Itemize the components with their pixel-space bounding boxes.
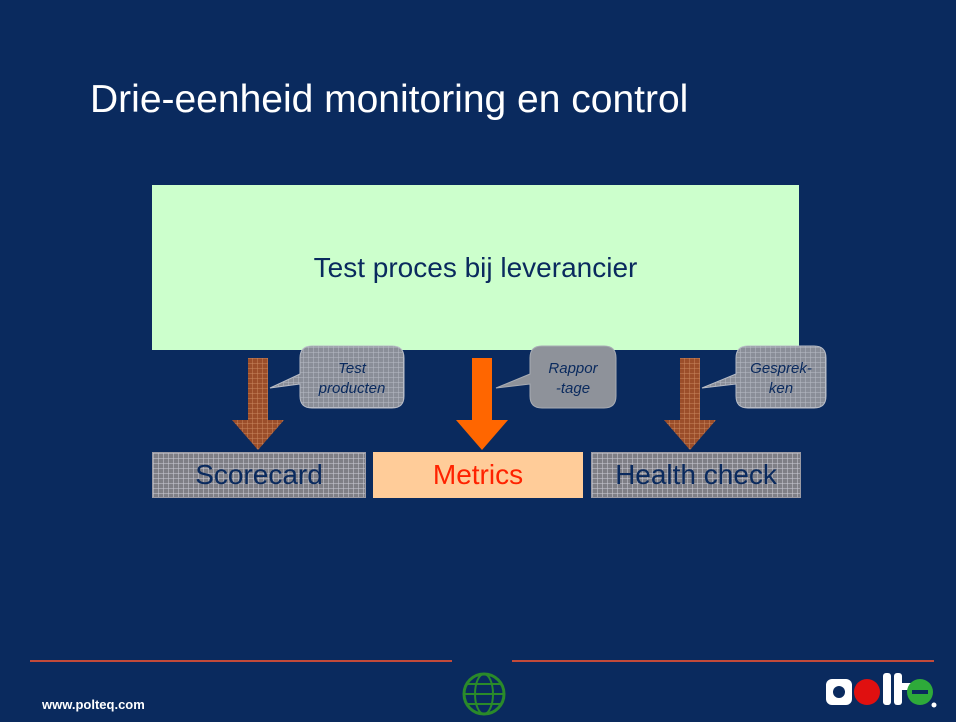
health-check-box: Health check: [591, 452, 801, 498]
callout-test-line2: producten: [318, 380, 386, 397]
callout-rapportage: Rappor -tage: [495, 345, 617, 409]
arrow-scorecard: [232, 358, 284, 450]
arrow-health: [664, 358, 716, 450]
footer-line-right: [512, 660, 934, 662]
arrow-metrics: [456, 358, 508, 450]
process-box-label: Test proces bij leverancier: [313, 251, 638, 283]
website-url: www.polteq.com: [42, 697, 145, 712]
scorecard-label: Scorecard: [195, 459, 323, 490]
scorecard-box: Scorecard: [152, 452, 366, 498]
metrics-box: Metrics: [373, 452, 583, 498]
callout-gesprek-line1: Gesprek-: [750, 360, 812, 377]
health-check-label: Health check: [615, 459, 777, 490]
slide-title: Drie-eenheid monitoring en control: [90, 78, 689, 121]
callout-rapport-line1: Rappor: [548, 360, 598, 377]
callout-rapport-line2: -tage: [556, 380, 590, 397]
callout-test-line1: Test: [338, 360, 367, 377]
process-box: Test proces bij leverancier: [152, 185, 799, 350]
footer-line-left: [30, 660, 452, 662]
polteq-logo: [826, 673, 937, 708]
callout-gesprek-line2: ken: [769, 380, 793, 397]
callout-test-producten: Test producten: [269, 345, 405, 409]
callout-gesprekken: Gesprek- ken: [701, 345, 827, 409]
metrics-label: Metrics: [432, 459, 524, 490]
globe-icon: [462, 672, 506, 716]
